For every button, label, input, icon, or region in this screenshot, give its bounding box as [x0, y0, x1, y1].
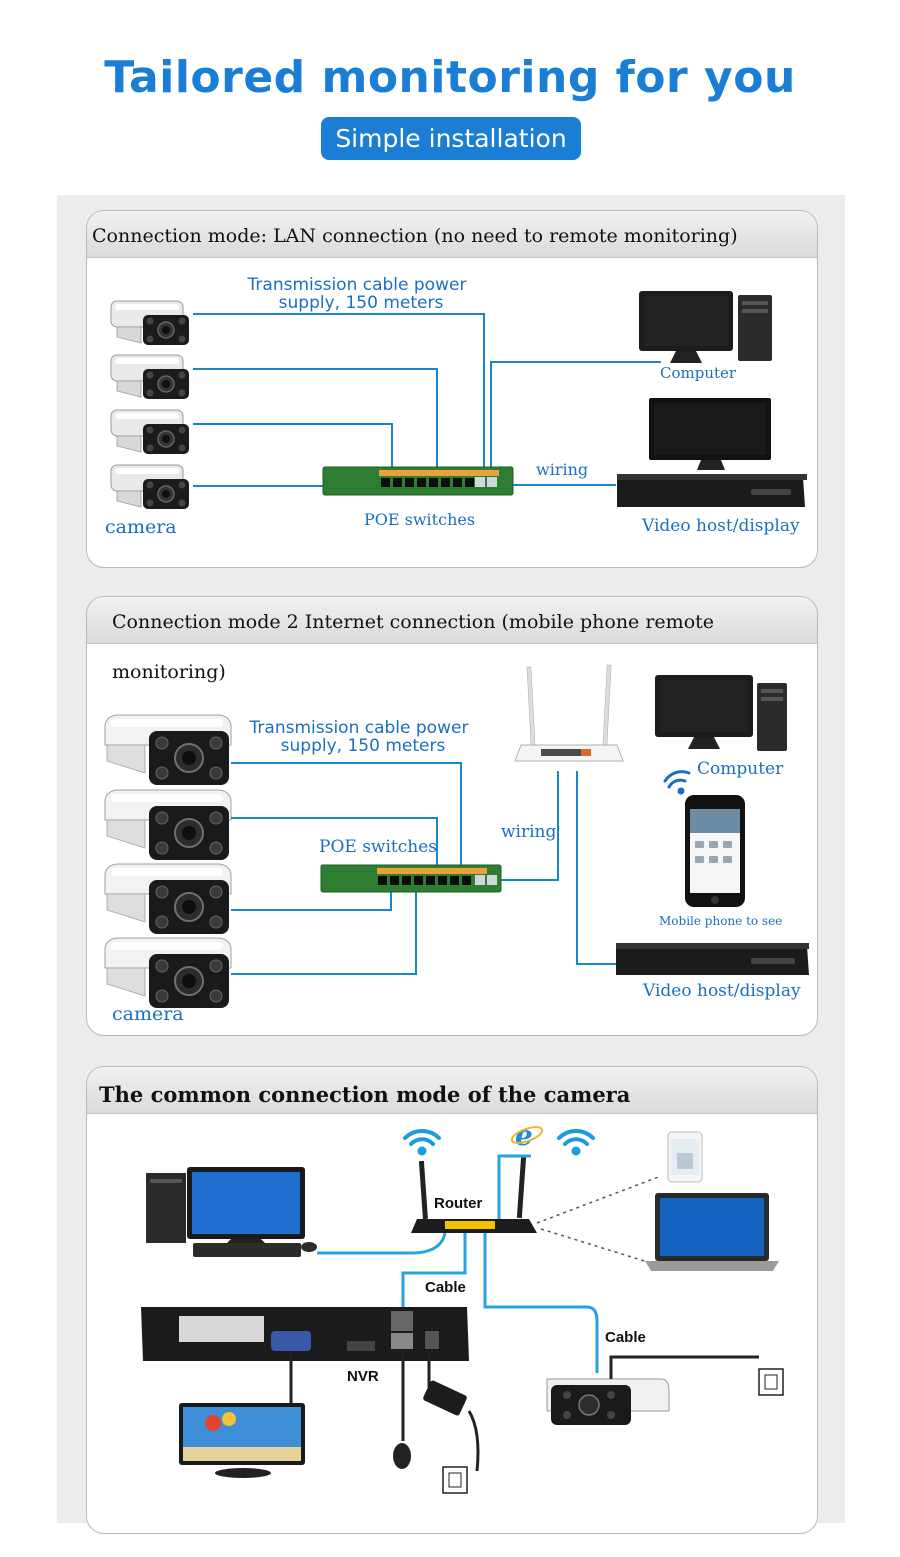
wifi-icon: [663, 770, 691, 795]
switch-label: POE switches: [364, 510, 475, 529]
camera-3: [110, 409, 190, 455]
wiring-label: wiring: [536, 460, 588, 479]
cable-camera-1: [231, 762, 462, 867]
cable-camera-1: [193, 313, 485, 485]
desktop-computer-icon: [146, 1167, 317, 1257]
wifi-icon: [557, 1128, 595, 1156]
video-host-label: Video host/display: [641, 516, 800, 536]
nvr-device-icon: [141, 1307, 469, 1361]
camera-4: [110, 464, 190, 510]
power-outlet-icon: [758, 1368, 784, 1396]
router-icon: [514, 664, 624, 762]
camera-2: [104, 789, 232, 861]
power-adapter-icon: [423, 1380, 480, 1472]
cable-camera-3: [231, 891, 392, 911]
computer-icon: [639, 291, 772, 363]
internet-diagram: Computer Mobile phone to see Transmi: [104, 664, 809, 1025]
cable-camera-power: [609, 1355, 759, 1379]
router-icon: [411, 1155, 537, 1233]
panel-title: Connection mode: LAN connection (no need…: [92, 225, 738, 247]
poe-switch: [320, 864, 502, 893]
cable-router-nvr: [401, 1233, 467, 1313]
camera-4: [104, 937, 232, 1009]
cable-label-line2: supply, 150 meters: [281, 736, 446, 756]
poe-switch: [322, 466, 514, 496]
camera-1: [104, 714, 232, 786]
camera-label: camera: [112, 1003, 184, 1025]
camera-label: camera: [105, 516, 177, 538]
subtitle-badge: Simple installation: [321, 117, 581, 160]
cable-label-line1: Transmission cable power: [249, 718, 469, 738]
panel-header: Connection mode: LAN connection (no need…: [87, 211, 817, 258]
router-label: Router: [434, 1195, 482, 1212]
svg-text:e: e: [515, 1119, 533, 1152]
panel-header: The common connection mode of the camera: [87, 1067, 817, 1114]
camera-2: [110, 354, 190, 400]
cable-router-camera: [483, 1233, 599, 1373]
panel-title: Connection mode 2 Internet connection (m…: [112, 611, 715, 683]
cable-pc-router: [317, 1232, 447, 1255]
wireless-link-tablet: [536, 1175, 662, 1224]
common-diagram: e Router: [141, 1119, 784, 1494]
computer-label: Computer: [697, 759, 784, 779]
video-host-icon: [617, 398, 807, 507]
cable-switch-router: [499, 771, 559, 881]
panel-header: Connection mode 2 Internet connection (m…: [87, 597, 817, 683]
panel-common-connection: The common connection mode of the camera…: [86, 1066, 818, 1534]
internet-explorer-icon: e: [510, 1119, 544, 1152]
cable-camera-3: [193, 423, 393, 479]
cable-camera-2: [193, 368, 438, 479]
camera-icon: [546, 1378, 670, 1425]
cable-label: Cable: [425, 1279, 466, 1296]
camera-3: [104, 863, 232, 935]
lan-diagram: Computer Transmission cable power supply…: [105, 275, 807, 538]
video-host-label: Video host/display: [642, 981, 801, 1001]
cable-router-internet: [497, 1154, 531, 1219]
video-host-icon: [616, 943, 809, 975]
cable-camera-2: [231, 817, 438, 867]
tablet-icon: [667, 1131, 703, 1183]
mobile-phone-icon: [685, 795, 745, 907]
monitor-icon: [179, 1403, 305, 1478]
cable-label: Cable: [605, 1329, 646, 1346]
page-title: Tailored monitoring for you: [104, 52, 796, 103]
cable-camera-4: [231, 891, 417, 975]
cable-router-nvr: [576, 771, 616, 965]
wiring-label: wiring: [501, 822, 557, 842]
switch-label: POE switches: [319, 837, 437, 857]
mouse-icon: [393, 1443, 411, 1469]
computer-label: Computer: [660, 364, 737, 382]
cable-label-line1: Transmission cable power: [247, 275, 467, 295]
power-outlet-icon: [442, 1466, 468, 1494]
nvr-label: NVR: [347, 1368, 379, 1385]
computer-icon: [655, 675, 787, 751]
wireless-link-laptop: [540, 1228, 652, 1264]
camera-1: [110, 300, 190, 346]
cable-label-line2: supply, 150 meters: [279, 293, 444, 313]
laptop-icon: [645, 1193, 779, 1271]
panel-internet-connection: Connection mode 2 Internet connection (m…: [86, 596, 818, 1036]
mobile-phone-label: Mobile phone to see: [659, 914, 782, 928]
cable-to-computer: [490, 361, 661, 485]
panel-lan-connection: Connection mode: LAN connection (no need…: [86, 210, 818, 568]
wifi-icon: [403, 1128, 441, 1156]
panel-title: The common connection mode of the camera: [99, 1082, 631, 1107]
